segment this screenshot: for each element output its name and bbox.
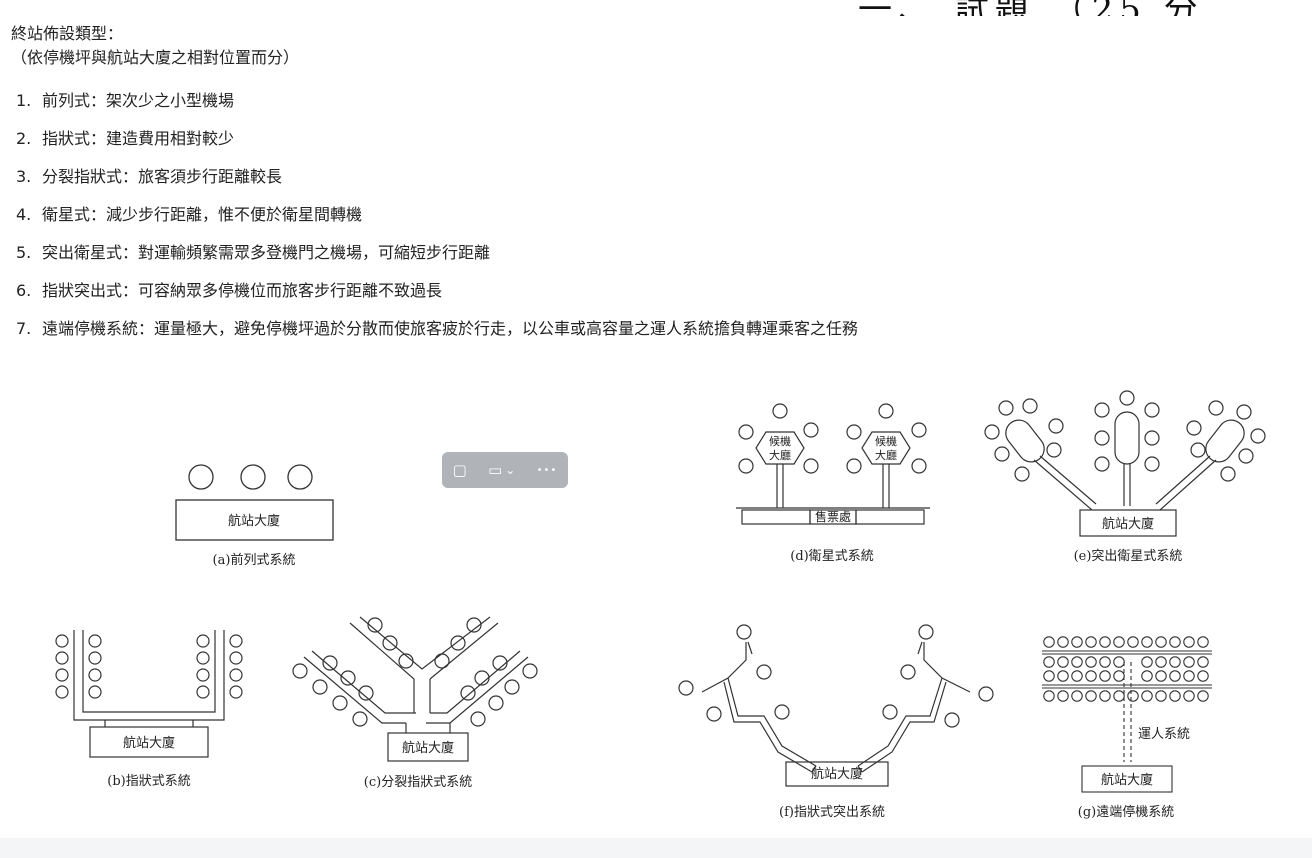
satellite-lounge xyxy=(1114,411,1140,465)
caption-c: (c)分裂指狀式系統 xyxy=(364,775,472,790)
layout-button[interactable]: ▭ ⌄ xyxy=(488,461,515,479)
lounge-label: 大廳 xyxy=(769,448,791,462)
satellite-lounge xyxy=(1205,419,1245,463)
diagram-remote-apron-svg: 運人系統 航站大廈 (g)遠端停機系統 xyxy=(1042,636,1212,820)
terminal-label: 航站大廈 xyxy=(811,766,863,782)
terminal-building xyxy=(89,726,209,758)
apron-taxilines xyxy=(1042,650,1212,689)
terminal-building xyxy=(175,499,334,541)
terminal-type-list: 1.前列式：架次少之小型機場 2.指狀式：建造費用相對較少 3.分裂指狀式：旅客… xyxy=(16,89,858,355)
diagram-satellite: 候機 大廳 候機 大廳 售票處 (d)衛星式系統 xyxy=(732,400,936,568)
chevron-down-icon: ⌄ xyxy=(505,463,516,477)
terminal-label: 航站大廈 xyxy=(1101,772,1153,788)
ticket-label: 售票處 xyxy=(815,509,851,524)
layout-icon: ▭ xyxy=(488,461,503,479)
stand-column-right xyxy=(196,634,243,699)
lounge-label: 候機 xyxy=(875,434,897,448)
pier-v-left xyxy=(349,622,415,713)
diagram-finger-pier-svg: 航站大廈 (f)指狀式突出系統 xyxy=(678,624,994,820)
list-item: 4.衛星式：減少步行距離，惟不便於衛星間轉機 xyxy=(16,205,363,224)
caption-f: (f)指狀式突出系統 xyxy=(779,804,885,820)
terminal-label: 航站大廈 xyxy=(402,740,454,756)
caption-b: (b)指狀式系統 xyxy=(107,774,190,789)
diagram-finger-svg: 航站大廈 (b)指狀式系統 xyxy=(55,630,243,789)
intro-block: 終站佈設類型： （依停機坪與航站大廈之相對位置而分） xyxy=(11,22,299,70)
pier-v-top xyxy=(359,616,491,670)
caption-e: (e)突出衛星式系統 xyxy=(1074,548,1183,564)
mover-label: 運人系統 xyxy=(1138,727,1190,742)
diagram-pier-satellite: 航站大廈 (e)突出衛星式系統 xyxy=(982,390,1272,568)
lounge-label: 大廳 xyxy=(875,448,897,462)
pier-right xyxy=(1155,455,1217,511)
lounge-label: 候機 xyxy=(769,434,791,448)
terminal-building xyxy=(1081,765,1173,793)
terminal-label: 航站大廈 xyxy=(228,513,280,529)
page-bottom-band xyxy=(0,838,1312,858)
terminal-label: 航站大廈 xyxy=(1102,516,1154,532)
diagram-satellite-svg: 候機 大廳 候機 大廳 售票處 (d)衛星式系統 xyxy=(736,403,930,564)
list-item: 6.指狀突出式：可容納眾多停機位而旅客步行距離不致過長 xyxy=(16,281,443,300)
caption-a: (a)前列式系統 xyxy=(213,552,296,568)
people-mover-line xyxy=(1123,662,1132,762)
comment-icon[interactable]: ▢ xyxy=(452,461,467,479)
image-toolbar: ▢ ▭ ⌄ ••• xyxy=(442,452,568,488)
terminal-building xyxy=(741,509,811,525)
intro-title: 終站佈設類型： xyxy=(11,24,124,43)
diagram-finger-pier: 航站大廈 (f)指狀式突出系統 xyxy=(668,620,1008,826)
diagram-split-finger-svg: 航站大廈 (c)分裂指狀式系統 xyxy=(292,616,538,790)
more-icon[interactable]: ••• xyxy=(536,464,558,476)
terminal-label: 航站大廈 xyxy=(123,735,175,751)
list-item: 5.突出衛星式：對運輸頻繁需眾多登機門之機場，可縮短步行距離 xyxy=(16,243,491,262)
terminal-building xyxy=(1079,509,1177,537)
caption-d: (d)衛星式系統 xyxy=(790,549,873,564)
pier-left xyxy=(1033,455,1097,511)
diagram-split-finger: 航站大廈 (c)分裂指狀式系統 xyxy=(290,615,560,795)
pier-left xyxy=(727,677,817,767)
diagram-pier-satellite-svg: 航站大廈 (e)突出衛星式系統 xyxy=(984,390,1266,564)
aircraft-stand xyxy=(287,464,313,490)
satellite-lounge xyxy=(755,431,805,465)
aircraft-stand xyxy=(188,464,214,490)
pier-center xyxy=(1123,464,1131,506)
connector-tunnels xyxy=(776,464,890,508)
remote-stand-rows xyxy=(1043,636,1209,702)
list-item: 2.指狀式：建造費用相對較少 xyxy=(16,129,235,148)
diagram-remote-apron: 運人系統 航站大廈 (g)遠端停機系統 xyxy=(1040,632,1216,828)
pier-left-inner xyxy=(311,650,416,714)
list-item: 7.遠端停機系統：運量極大，避免停機坪過於分散而使旅客疲於行走，以公車或高容量之… xyxy=(16,319,859,338)
finger-pier xyxy=(73,630,225,721)
list-item: 3.分裂指狀式：旅客須步行距離較長 xyxy=(16,167,283,186)
pier-right xyxy=(857,677,943,767)
terminal-building xyxy=(785,761,889,787)
terminal-building xyxy=(387,732,469,762)
diagram-frontal: 航站大廈 (a)前列式系統 xyxy=(170,460,340,570)
caption-g: (g)遠端停機系統 xyxy=(1078,804,1174,820)
diagram-finger: 航站大廈 (b)指狀式系統 xyxy=(50,628,250,796)
finger-pier-inner xyxy=(82,630,216,713)
pier-left-outer xyxy=(303,656,406,724)
satellite-lounge xyxy=(861,431,911,465)
handwritten-header: 一、 試題 （25 分） xyxy=(858,0,1198,16)
diagram-frontal-svg: 航站大廈 (a)前列式系統 xyxy=(175,464,334,568)
stand-column-left xyxy=(55,634,102,699)
aircraft-stand xyxy=(240,464,266,490)
intro-subtitle: （依停機坪與航站大廈之相對位置而分） xyxy=(11,48,300,67)
list-item: 1.前列式：架次少之小型機場 xyxy=(16,91,235,110)
satellite-lounge xyxy=(1005,419,1045,463)
